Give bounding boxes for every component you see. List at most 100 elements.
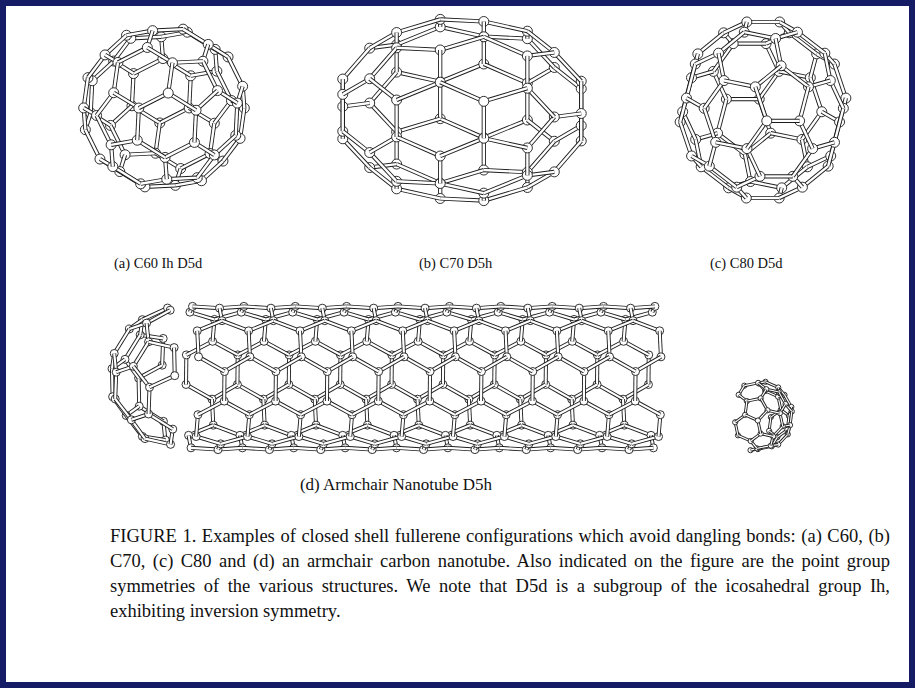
bond xyxy=(440,119,484,138)
bond xyxy=(370,48,397,79)
bond-outline xyxy=(397,82,441,100)
bond xyxy=(440,198,484,200)
bond-outline xyxy=(440,64,484,82)
bond xyxy=(440,170,484,183)
bond xyxy=(186,384,212,399)
bond-core xyxy=(440,19,484,21)
bond-outline xyxy=(440,27,484,37)
bond-core xyxy=(484,88,528,101)
bond-core xyxy=(597,384,623,399)
bond-outline xyxy=(370,153,397,182)
bond-outline xyxy=(100,159,120,172)
bond-core xyxy=(494,384,520,399)
bond-outline xyxy=(484,138,528,148)
bond xyxy=(237,384,263,399)
c70-molecule xyxy=(338,14,586,205)
bond xyxy=(340,384,366,399)
bond xyxy=(440,37,484,50)
bond-outline xyxy=(397,48,441,50)
bond-outline xyxy=(395,100,399,137)
bond-core xyxy=(100,159,120,172)
bond-outline xyxy=(370,48,397,79)
bond-core xyxy=(440,138,484,156)
bond-core xyxy=(397,19,441,32)
bond-core xyxy=(484,138,528,148)
c80-molecule xyxy=(675,17,851,203)
bond-core xyxy=(483,101,485,138)
bond xyxy=(396,100,397,137)
bond xyxy=(397,164,441,183)
bond-core xyxy=(397,137,441,156)
bond-core xyxy=(343,48,370,79)
bond-outline xyxy=(484,22,528,32)
bond-core xyxy=(237,384,263,399)
bond-core xyxy=(440,64,484,82)
bond-outline xyxy=(440,138,484,156)
bond-outline xyxy=(546,384,572,399)
bond xyxy=(554,52,581,81)
bond-outline xyxy=(289,384,315,399)
bond xyxy=(484,138,528,148)
bond-outline xyxy=(484,175,528,193)
atom-ball xyxy=(479,96,489,106)
bond-outline xyxy=(397,19,441,32)
bond xyxy=(484,120,528,138)
atom xyxy=(163,88,173,98)
bond-core xyxy=(484,64,528,83)
atom-ball xyxy=(163,88,173,98)
bond-outline xyxy=(340,384,366,399)
bond-outline xyxy=(443,384,469,399)
c60-molecule xyxy=(79,24,250,192)
bond-outline xyxy=(397,164,441,183)
bond xyxy=(370,153,397,182)
bond-outline xyxy=(237,384,263,399)
bond-core xyxy=(440,170,484,183)
bond-core xyxy=(527,117,554,148)
bond-core xyxy=(342,94,344,131)
bond-core xyxy=(440,82,484,101)
bond-core xyxy=(397,82,441,100)
bond-outline xyxy=(440,170,484,183)
bond-outline xyxy=(440,119,484,138)
bond xyxy=(483,101,484,138)
bond xyxy=(440,19,484,21)
bond-outline xyxy=(597,384,623,399)
bond-core xyxy=(484,37,528,56)
bond-outline xyxy=(397,119,441,132)
bond-core xyxy=(440,37,484,50)
bond-core xyxy=(440,183,484,193)
bond xyxy=(397,181,441,183)
bond-outline xyxy=(484,88,528,101)
armchair-nanotube xyxy=(108,302,665,453)
bond-core xyxy=(370,153,397,182)
bond-outline xyxy=(484,120,528,138)
bond xyxy=(527,117,554,148)
bond-outline xyxy=(440,19,484,21)
bond xyxy=(443,384,469,399)
bond-core xyxy=(484,175,528,193)
bond xyxy=(397,82,441,100)
bond xyxy=(440,138,484,156)
bond-core xyxy=(397,72,441,82)
bond-core xyxy=(484,170,528,172)
bond-outline xyxy=(186,384,212,399)
bond-outline xyxy=(484,170,528,172)
atom-ball xyxy=(762,116,772,126)
bond-core xyxy=(554,52,581,81)
atom xyxy=(762,116,772,126)
bond-outline xyxy=(484,37,528,56)
bond xyxy=(440,27,484,37)
bond-outline xyxy=(554,141,581,172)
bond xyxy=(484,170,528,172)
bond-outline xyxy=(397,181,441,183)
bond xyxy=(494,384,520,399)
bond xyxy=(397,119,441,132)
bond xyxy=(342,94,343,131)
bond-core xyxy=(392,384,418,399)
bond xyxy=(554,141,581,172)
bond xyxy=(397,48,441,50)
bond xyxy=(527,88,554,117)
bond-core xyxy=(397,181,441,183)
bond xyxy=(597,384,623,399)
